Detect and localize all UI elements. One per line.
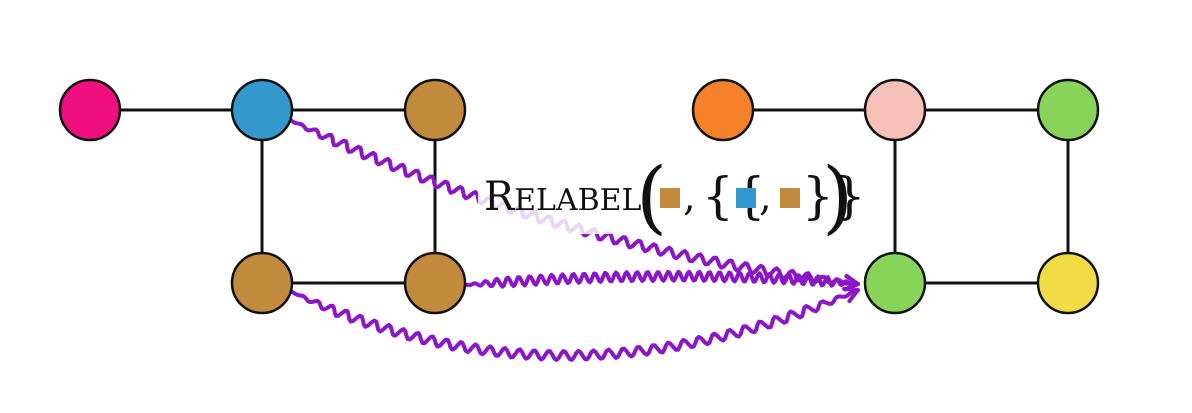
left-graph-node-l4 bbox=[230, 251, 294, 315]
argument-comma: , bbox=[683, 174, 696, 220]
close-paren: ) bbox=[822, 150, 853, 243]
relabel-name: RELABEL bbox=[484, 174, 642, 220]
right-graph-node-r2 bbox=[863, 78, 927, 142]
arrowhead-l4-to-r4 bbox=[842, 286, 860, 304]
open-multiset-brace: {{ bbox=[702, 167, 766, 225]
right-graph-node-r4 bbox=[863, 251, 927, 315]
right-graph-node-r5 bbox=[1036, 251, 1100, 315]
relabel-initial: R bbox=[484, 174, 516, 220]
close-multiset-brace: }} bbox=[802, 167, 866, 225]
left-graph-node-l1 bbox=[58, 78, 122, 142]
relabel-rest: ELABEL bbox=[514, 183, 641, 218]
multiset-comma: , bbox=[759, 174, 772, 220]
arrow-l4-to-r4 bbox=[290, 288, 860, 362]
label-background bbox=[478, 158, 840, 234]
relabel-operation-label: RELABEL ( , {{ , }} ) bbox=[478, 150, 866, 243]
arrow-l5-to-r4 bbox=[464, 269, 860, 289]
multiset-color-square-1 bbox=[736, 188, 756, 208]
left-graph-node-l2 bbox=[230, 78, 294, 142]
first-color-square bbox=[660, 188, 680, 208]
left-graph-node-l3 bbox=[403, 78, 467, 142]
right-graph-node-r3 bbox=[1036, 78, 1100, 142]
right-graph-node-r1 bbox=[691, 78, 755, 142]
graph-nodes bbox=[58, 78, 1100, 315]
multiset-color-square-2 bbox=[780, 188, 800, 208]
left-graph-node-l5 bbox=[403, 251, 467, 315]
relabel-arrows bbox=[288, 118, 860, 362]
